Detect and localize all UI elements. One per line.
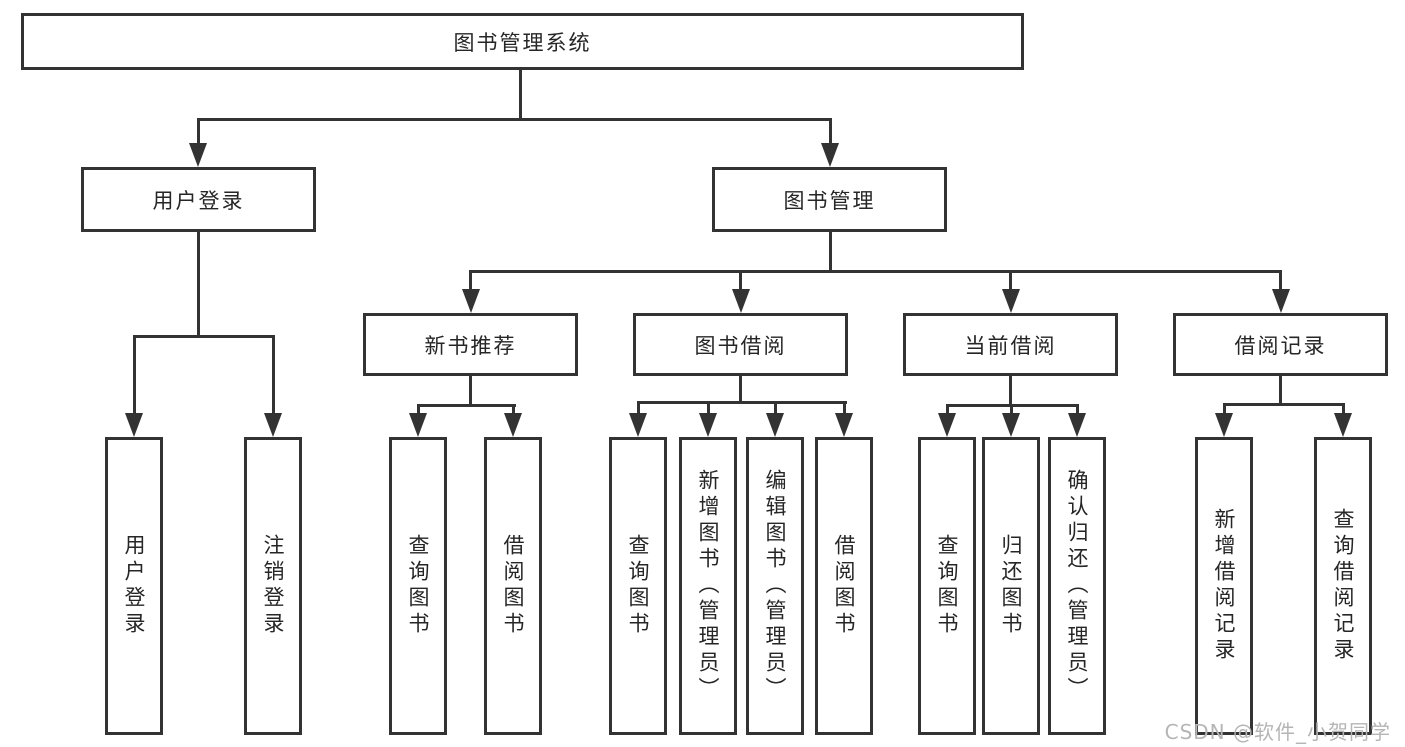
node-label: 查询图书 bbox=[626, 534, 650, 638]
node-borrowing-records: 借阅记录 bbox=[1173, 313, 1388, 376]
connector-line bbox=[197, 232, 200, 337]
connector-line bbox=[1279, 376, 1282, 406]
node-label: 用户登录 bbox=[152, 188, 245, 213]
connector-line bbox=[197, 120, 200, 146]
connector-line bbox=[1223, 405, 1226, 415]
connector-line bbox=[739, 272, 742, 291]
node-query-books-recommend: 查询图书 bbox=[389, 437, 447, 735]
connector-line bbox=[133, 335, 275, 338]
node-borrow-books-recommend: 借阅图书 bbox=[484, 437, 542, 735]
connector-line bbox=[829, 120, 832, 146]
node-root-system: 图书管理系统 bbox=[21, 13, 1024, 70]
arrowhead-down bbox=[1068, 413, 1086, 437]
connector-line bbox=[272, 337, 275, 415]
node-confirm-return-admin: 确认归还（管理员） bbox=[1048, 437, 1106, 735]
arrowhead-down bbox=[629, 413, 647, 437]
node-label: 新增借阅记录 bbox=[1212, 508, 1236, 664]
node-query-borrow-record: 查询借阅记录 bbox=[1314, 437, 1372, 735]
arrowhead-down bbox=[1272, 289, 1290, 313]
arrowhead-down bbox=[699, 413, 717, 437]
node-edit-books-admin: 编辑图书（管理员） bbox=[746, 437, 804, 735]
arrowhead-down bbox=[1002, 413, 1020, 437]
node-add-borrow-record: 新增借阅记录 bbox=[1195, 437, 1253, 735]
node-label: 新增图书（管理员） bbox=[696, 469, 720, 703]
connector-line bbox=[469, 270, 1282, 273]
connector-line bbox=[843, 403, 846, 415]
connector-line bbox=[469, 272, 472, 291]
connector-line bbox=[417, 404, 516, 407]
node-label: 查询图书 bbox=[935, 534, 959, 638]
connector-line bbox=[1223, 403, 1345, 406]
connector-line bbox=[946, 404, 1079, 407]
connector-line bbox=[1279, 272, 1282, 291]
node-current-borrowing: 当前借阅 bbox=[903, 313, 1118, 376]
node-label: 图书借阅 bbox=[694, 333, 787, 358]
arrowhead-down bbox=[1334, 413, 1352, 437]
node-root-label: 图书管理系统 bbox=[453, 30, 592, 55]
node-label: 查询图书 bbox=[406, 534, 430, 638]
node-label: 确认归还（管理员） bbox=[1065, 469, 1089, 703]
node-user-login-leaf: 用户登录 bbox=[105, 437, 163, 735]
arrowhead-down bbox=[504, 413, 522, 437]
node-user-login-branch: 用户登录 bbox=[81, 167, 316, 232]
arrowhead-down bbox=[1002, 289, 1020, 313]
connector-line bbox=[739, 376, 742, 404]
node-label: 当前借阅 bbox=[964, 333, 1057, 358]
connector-line bbox=[417, 406, 420, 415]
arrowhead-down bbox=[938, 413, 956, 437]
node-label: 借阅记录 bbox=[1234, 333, 1327, 358]
node-book-borrowing: 图书借阅 bbox=[633, 313, 848, 376]
node-book-management-branch: 图书管理 bbox=[712, 167, 947, 232]
arrowhead-down bbox=[409, 413, 427, 437]
node-label: 用户登录 bbox=[122, 534, 146, 638]
connector-line bbox=[197, 118, 832, 121]
connector-line bbox=[519, 70, 522, 120]
connector-line bbox=[1009, 376, 1012, 407]
arrowhead-down bbox=[766, 413, 784, 437]
arrowhead-down bbox=[462, 289, 480, 313]
arrowhead-down bbox=[835, 413, 853, 437]
node-add-books-admin: 新增图书（管理员） bbox=[679, 437, 737, 735]
node-borrow-books-leaf: 借阅图书 bbox=[815, 437, 873, 735]
connector-line bbox=[707, 403, 710, 415]
node-label: 借阅图书 bbox=[832, 534, 856, 638]
connector-line bbox=[512, 406, 515, 415]
arrowhead-down bbox=[264, 413, 282, 437]
connector-line bbox=[469, 376, 472, 407]
node-query-books-current: 查询图书 bbox=[918, 437, 976, 735]
connector-line bbox=[637, 403, 640, 415]
node-query-books-borrowing: 查询图书 bbox=[609, 437, 667, 735]
arrowhead-down bbox=[189, 143, 207, 167]
node-label: 归还图书 bbox=[999, 534, 1023, 638]
connector-line bbox=[1076, 406, 1079, 415]
connector-line bbox=[774, 403, 777, 415]
connector-line bbox=[637, 401, 847, 404]
connector-line bbox=[1010, 406, 1013, 415]
node-label: 编辑图书（管理员） bbox=[763, 469, 787, 703]
arrowhead-down bbox=[732, 289, 750, 313]
node-label: 借阅图书 bbox=[501, 534, 525, 638]
node-label: 查询借阅记录 bbox=[1331, 508, 1355, 664]
connector-line bbox=[946, 406, 949, 415]
node-return-books: 归还图书 bbox=[982, 437, 1040, 735]
connector-line bbox=[1342, 405, 1345, 415]
node-new-book-recommend: 新书推荐 bbox=[363, 313, 578, 376]
node-logout-leaf: 注销登录 bbox=[244, 437, 302, 735]
connector-line bbox=[133, 337, 136, 415]
connector-line bbox=[1009, 272, 1012, 291]
node-label: 新书推荐 bbox=[424, 333, 517, 358]
node-label: 图书管理 bbox=[783, 188, 876, 213]
arrowhead-down bbox=[125, 413, 143, 437]
node-label: 注销登录 bbox=[261, 534, 285, 638]
watermark-text: CSDN @软件_小贺同学 bbox=[1164, 720, 1391, 744]
arrowhead-down bbox=[1215, 413, 1233, 437]
connector-line bbox=[829, 232, 832, 272]
arrowhead-down bbox=[821, 143, 839, 167]
